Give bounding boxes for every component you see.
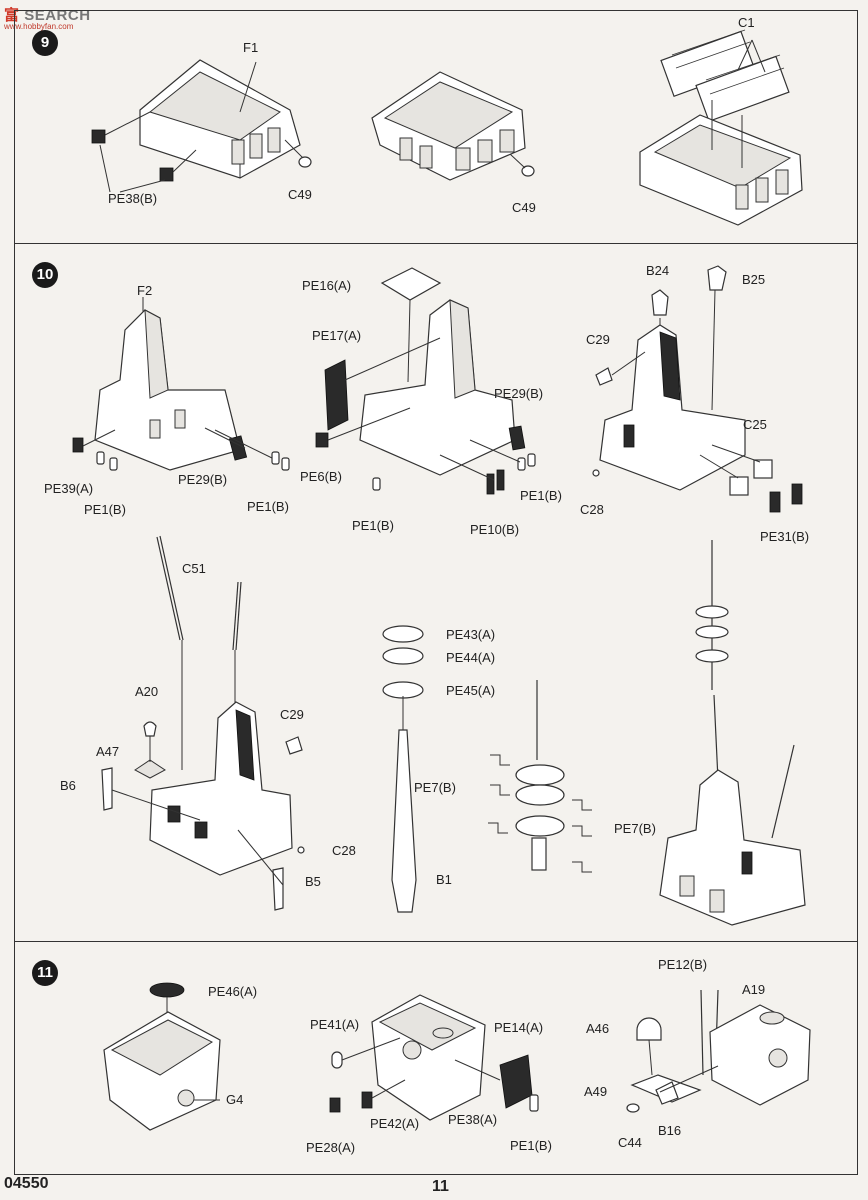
label-pe6b: PE6(B) (300, 469, 342, 484)
s9-bridge-assembly-middle (371, 71, 535, 181)
label-c28-1: C28 (580, 502, 604, 517)
label-pe7b-1: PE7(B) (414, 780, 456, 795)
label-a19: A19 (742, 982, 766, 997)
label-pe7b-2: PE7(B) (614, 821, 656, 836)
s10-completed-tower (659, 540, 806, 926)
s10-tower-f2 (72, 297, 290, 471)
label-b16: B16 (658, 1123, 682, 1138)
step-10-badge: 10 (32, 262, 58, 288)
s10-tower-b24-c25 (592, 265, 803, 513)
s9-bridge-assembly-right (639, 29, 803, 226)
label-pe28a: PE28(A) (306, 1140, 356, 1155)
instruction-frame (14, 10, 858, 1175)
step-9-badge: 9 (32, 30, 58, 56)
label-pe46a: PE46(A) (208, 984, 258, 999)
s10-mast-pe7 (488, 680, 592, 873)
label-a46: A46 (586, 1021, 610, 1036)
label-pe1b-2: PE1(B) (247, 499, 289, 514)
label-a49: A49 (584, 1084, 608, 1099)
label-a47: A47 (96, 744, 120, 759)
label-pe41a: PE41(A) (310, 1017, 360, 1032)
s11-base-pe-details (329, 994, 539, 1121)
label-pe43a: PE43(A) (446, 627, 496, 642)
label-pe1b-1: PE1(B) (84, 502, 126, 517)
s10-tower-pe-details (315, 267, 536, 495)
label-pe1b-4: PE1(B) (520, 488, 562, 503)
label-pe44a: PE44(A) (446, 650, 496, 665)
page-number: 11 (432, 1178, 449, 1195)
brand-name: SEARCH (24, 7, 91, 24)
label-pe29b-1: PE29(B) (178, 472, 228, 487)
label-c49: C49 (288, 187, 312, 202)
label-c28-2: C28 (332, 843, 356, 858)
label-c51: C51 (182, 561, 206, 576)
s9-bridge-assembly-left (91, 59, 312, 193)
label-pe17a: PE17(A) (312, 328, 362, 343)
divider-step10-11 (14, 941, 858, 942)
label-pe38a: PE38(A) (448, 1112, 498, 1127)
label-c25: C25 (743, 417, 767, 432)
step-11-badge: 11 (32, 960, 58, 986)
label-b5: B5 (305, 874, 321, 889)
s10-mast-b1 (382, 625, 424, 913)
label-f2: F2 (137, 283, 153, 298)
label-a20: A20 (135, 684, 159, 699)
label-b25: B25 (742, 272, 766, 287)
label-pe1b-5: PE1(B) (510, 1138, 552, 1153)
label-c29-1: C29 (586, 332, 610, 347)
label-f1: F1 (243, 40, 259, 55)
label-pe45a: PE45(A) (446, 683, 496, 698)
label-pe42a: PE42(A) (370, 1116, 420, 1131)
divider-step9-10 (14, 243, 858, 244)
label-b1: B1 (436, 872, 452, 887)
label-pe1b-3: PE1(B) (352, 518, 394, 533)
label-b6: B6 (60, 778, 76, 793)
label-pe10b: PE10(B) (470, 522, 520, 537)
label-pe31b: PE31(B) (760, 529, 810, 544)
label-c44: C44 (618, 1135, 642, 1150)
label-b24: B24 (646, 263, 670, 278)
label-pe12b: PE12(B) (658, 957, 708, 972)
label-c49-2: C49 (512, 200, 536, 215)
label-g4: G4 (226, 1092, 244, 1107)
s10-tower-antennas (101, 535, 305, 911)
kit-number: 04550 (4, 1175, 49, 1192)
label-c29-2: C29 (280, 707, 304, 722)
s11-base-g4 (103, 982, 221, 1131)
label-pe29b-2: PE29(B) (494, 386, 544, 401)
label-c1: C1 (738, 15, 755, 30)
s11-base-a46 (626, 989, 811, 1113)
label-pe16a: PE16(A) (302, 278, 352, 293)
label-pe38b: PE38(B) (108, 191, 158, 206)
brand-url: www.hobbyfan.com (4, 22, 74, 31)
label-pe14a: PE14(A) (494, 1020, 544, 1035)
label-pe39a: PE39(A) (44, 481, 94, 496)
